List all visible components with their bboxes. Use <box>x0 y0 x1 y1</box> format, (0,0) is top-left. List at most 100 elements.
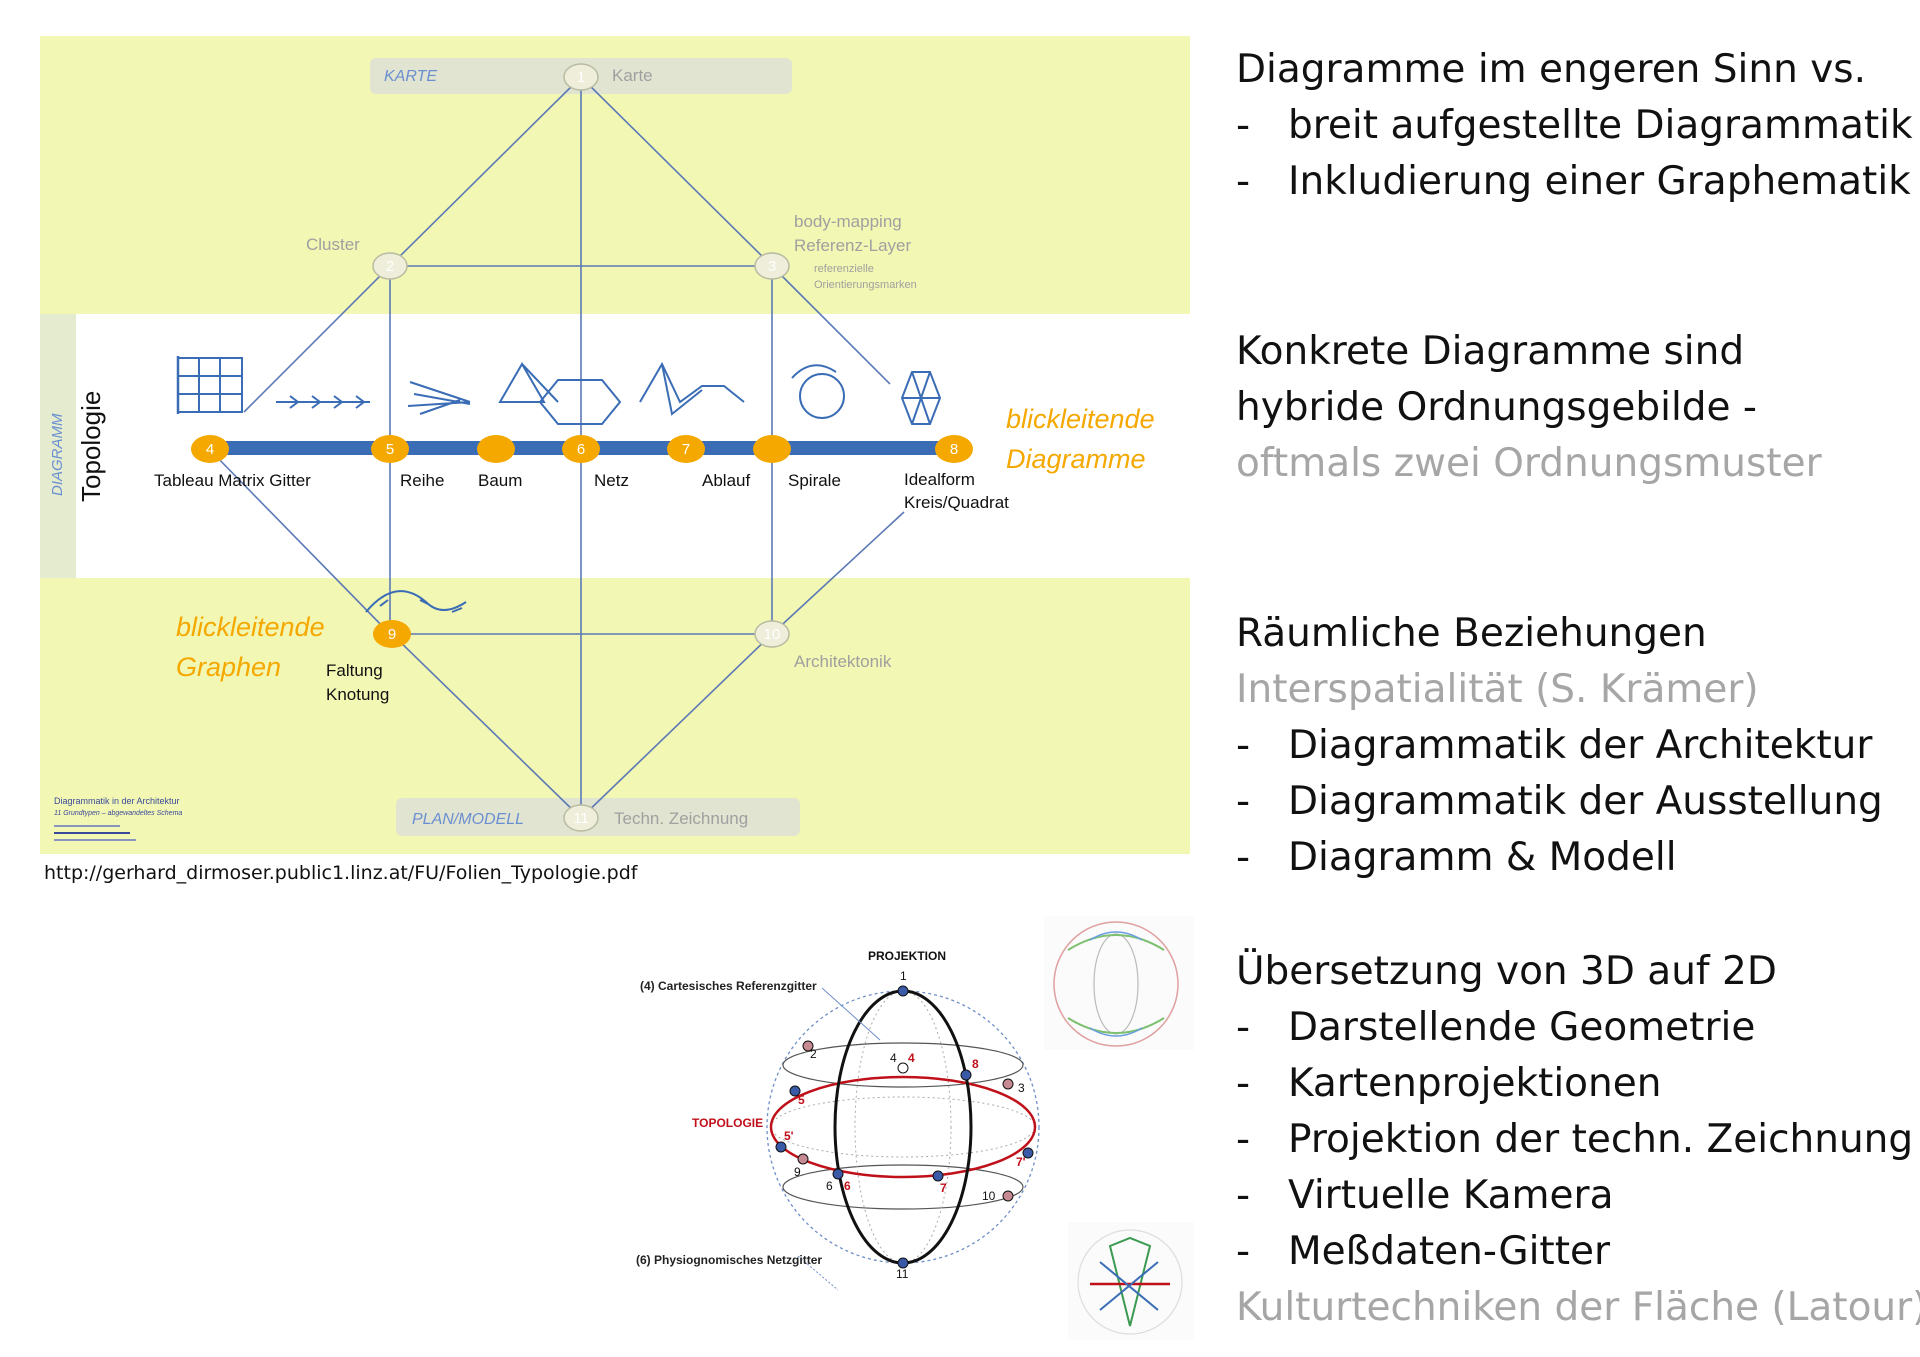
node-spirale <box>753 435 791 463</box>
label-cluster: Cluster <box>306 235 360 254</box>
blick-diagramme-2: Diagramme <box>1006 444 1146 474</box>
b3-sub: Interspatialität (S. Krämer) <box>1236 667 1759 712</box>
dash: - <box>1236 1229 1251 1274</box>
b4-item-5-text: Meßdaten-Gitter <box>1288 1229 1611 1274</box>
svg-text:1: 1 <box>577 69 585 86</box>
row-pictogram <box>276 395 370 409</box>
dash: - <box>1236 1061 1251 1106</box>
node-8: 8 <box>935 435 973 463</box>
label-architektonik: Architektonik <box>794 652 892 671</box>
projektion-title: PROJEKTION <box>868 949 946 963</box>
label-idealform: Idealform <box>904 470 975 489</box>
point-5-prime: 5' <box>784 1129 794 1143</box>
topologie-label: Topologie <box>76 391 106 502</box>
projection-diagram: PROJEKTION (4) Cartesisches Referenzgitt… <box>636 916 1194 1335</box>
point-4-red: 4 <box>908 1051 915 1065</box>
point-6-red: 6 <box>844 1179 851 1193</box>
svg-text:2: 2 <box>386 258 394 275</box>
b1-heading: Diagramme im engeren Sinn vs. <box>1236 47 1867 92</box>
point-8: 8 <box>972 1057 979 1071</box>
b4-item-2-text: Kartenprojektionen <box>1288 1061 1662 1106</box>
label-faltung: Faltung <box>326 661 383 680</box>
dash: - <box>1236 779 1251 824</box>
b2-line-2: hybride Ordnungsgebilde - <box>1236 385 1757 430</box>
node-11: 11 <box>563 804 599 832</box>
b4-item-4-text: Virtuelle Kamera <box>1288 1173 1614 1218</box>
footnote-title: Diagrammatik in der Architektur <box>54 796 180 806</box>
b1-item-1-text: breit aufgestellte Diagrammatik <box>1288 103 1913 148</box>
b3-heading: Räumliche Beziehungen <box>1236 611 1707 656</box>
sketch-thumbnail-top <box>1044 916 1194 1050</box>
point-7: 7 <box>940 1181 947 1195</box>
svg-text:8: 8 <box>950 441 958 458</box>
karte-band-label: KARTE <box>384 68 437 85</box>
sphere-grid <box>766 987 1040 1291</box>
node-7: 7 <box>667 435 705 463</box>
svg-text:9: 9 <box>388 626 396 643</box>
point-6: 6 <box>826 1179 833 1193</box>
flow-pictogram <box>639 361 745 416</box>
label-netz: Netz <box>594 471 629 490</box>
grid-pictogram <box>176 356 243 414</box>
node-4: 4 <box>191 435 229 463</box>
point-3: 3 <box>1018 1081 1025 1095</box>
b4-item-1: -Darstellende Geometrie <box>1236 1000 1755 1056</box>
label-orientierungsmarken: Orientierungsmarken <box>814 279 917 291</box>
tree-pictogram <box>407 381 471 415</box>
dash: - <box>1236 835 1251 880</box>
b4-footer: Kulturtechniken der Fläche (Latour) <box>1236 1285 1920 1330</box>
label-referenz-layer: Referenz-Layer <box>794 236 912 255</box>
b1-item-1: -breit aufgestellte Diagrammatik <box>1236 98 1913 154</box>
label-karte: Karte <box>612 66 653 85</box>
node-10: 10 <box>754 620 790 648</box>
label-reihe: Reihe <box>400 471 444 490</box>
diagramm-band-label: DIAGRAMM <box>49 413 66 496</box>
node-2: 2 <box>372 252 408 280</box>
footnote-subtitle: 11 Grundtypen – abgewandeltes Schema <box>54 810 182 817</box>
point-5: 5 <box>798 1093 805 1107</box>
point-9: 9 <box>794 1165 801 1179</box>
point-4: 4 <box>890 1051 897 1065</box>
node-9: 9 <box>373 620 411 648</box>
b2-line-3: oftmals zwei Ordnungsmuster <box>1236 441 1822 486</box>
dash: - <box>1236 1117 1251 1162</box>
node-1: 1 <box>563 63 599 91</box>
svg-text:7: 7 <box>682 441 690 458</box>
label-spirale: Spirale <box>788 471 841 490</box>
node-labels: Karte Cluster body-mapping Referenz-Laye… <box>154 66 1009 828</box>
svg-text:3: 3 <box>768 258 776 275</box>
b4-heading: Übersetzung von 3D auf 2D <box>1236 949 1777 994</box>
svg-text:10: 10 <box>764 626 781 643</box>
b1-item-2: -Inkludierung einer Graphematik <box>1236 154 1911 210</box>
label-tableau: Tableau Matrix Gitter <box>154 471 311 490</box>
plan-band-label: PLAN/MODELL <box>412 811 524 828</box>
b4-item-3-text: Projektion der techn. Zeichnung <box>1288 1117 1914 1162</box>
side-band <box>40 314 76 578</box>
node-baum <box>477 435 515 463</box>
dash: - <box>1236 159 1251 204</box>
b4-item-5: -Meßdaten-Gitter <box>1236 1224 1610 1280</box>
idealform-pictogram <box>900 371 942 425</box>
node-3: 3 <box>754 252 790 280</box>
net-pictogram <box>498 362 622 425</box>
svg-text:4: 4 <box>206 441 214 458</box>
b3-item-2-text: Diagrammatik der Ausstellung <box>1288 779 1883 824</box>
blick-graphen-2: Graphen <box>176 652 281 682</box>
point-1: 1 <box>900 969 907 983</box>
blickleitende-labels: blickleitende Diagramme blickleitende Gr… <box>176 404 1155 682</box>
point-7-prime: 7' <box>1016 1155 1026 1169</box>
folding-pictogram <box>365 590 467 613</box>
b3-item-3-text: Diagramm & Modell <box>1288 835 1677 880</box>
dash: - <box>1236 1005 1251 1050</box>
b4-item-4: -Virtuelle Kamera <box>1236 1168 1613 1224</box>
sphere-points <box>775 985 1034 1269</box>
dash: - <box>1236 723 1251 768</box>
topology-diagram: KARTE PLAN/MODELL DIAGRAMM Topologie <box>40 36 1190 854</box>
b3-item-2: -Diagrammatik der Ausstellung <box>1236 774 1883 830</box>
blick-diagramme-1: blickleitende <box>1006 404 1155 434</box>
label-kreis-quadrat: Kreis/Quadrat <box>904 493 1009 512</box>
pictogram-row <box>176 356 942 613</box>
b2-line-1: Konkrete Diagramme sind <box>1236 329 1745 374</box>
svg-text:11: 11 <box>573 810 589 827</box>
node-6: 6 <box>562 435 600 463</box>
